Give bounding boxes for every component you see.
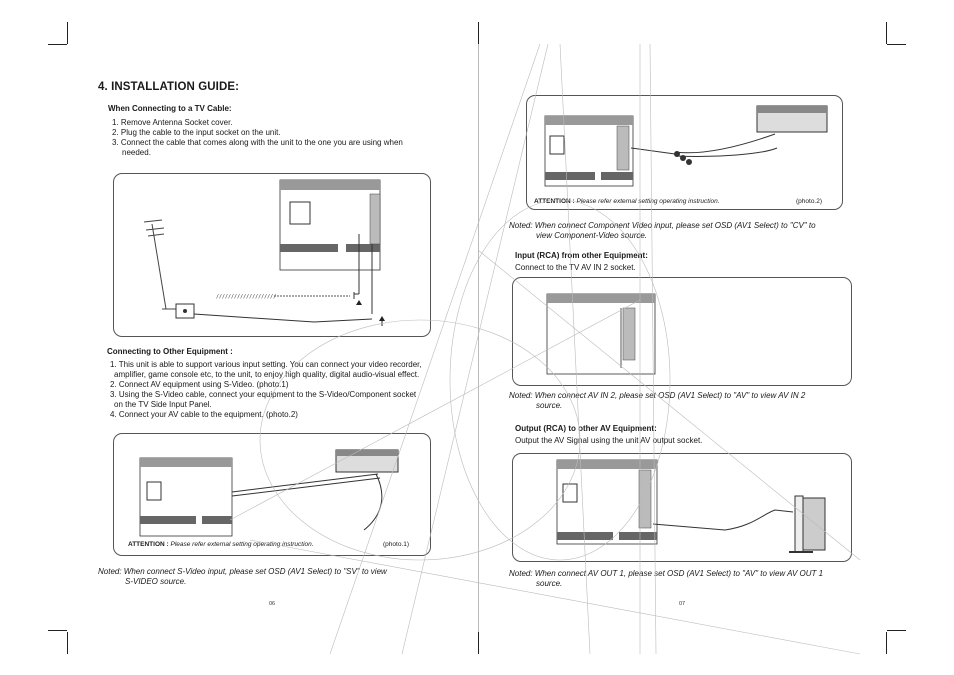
crop-mark [67, 22, 68, 44]
av-out-diagram [512, 453, 852, 562]
attention-text: Please refer external setting operating … [576, 198, 720, 205]
tv-cable-diagram: //////////////////// [113, 173, 431, 337]
note-line: source. [536, 401, 563, 410]
list-item: 1. This unit is able to support various … [110, 360, 422, 369]
crop-mark [887, 630, 906, 631]
list-item: 3. Using the S-Video cable, connect your… [110, 390, 417, 399]
input-rca-text: Connect to the TV AV IN 2 socket. [515, 263, 636, 272]
photo1-caption: (photo.1) [383, 541, 410, 548]
output-rca-title: Output (RCA) to other AV Equipment: [515, 424, 657, 433]
av-in-note: Noted: When connect AV IN 2, please set … [509, 391, 869, 411]
av-out-illustration [556, 459, 826, 553]
photo1-attention: ATTENTION : Please refer external settin… [128, 541, 314, 548]
component-note: Noted: When connect Component Video inpu… [509, 221, 869, 241]
crop-mark [887, 44, 906, 45]
photo2-attention: ATTENTION : Please refer external settin… [534, 198, 720, 205]
photo1-diagram: ATTENTION : Please refer external settin… [113, 433, 431, 556]
note-line: Noted: When connect AV IN 2, please set … [509, 391, 806, 400]
list-item: 2. Connect AV equipment using S-Video. (… [110, 380, 289, 389]
note-line: Noted: When connect AV OUT 1, please set… [509, 569, 824, 578]
svideo-note: Noted: When connect S-Video input, pleas… [98, 567, 458, 587]
output-rca-text: Output the AV Signal using the unit AV o… [515, 436, 703, 445]
page-number: 06 [269, 601, 276, 607]
svideo-illustration [139, 449, 399, 537]
av-out-note: Noted: When connect AV OUT 1, please set… [509, 569, 869, 589]
input-rca-title: Input (RCA) from other Equipment: [515, 251, 648, 260]
crop-mark [478, 22, 479, 44]
attention-label: ATTENTION : [128, 541, 169, 548]
tv-cable-title: When Connecting to a TV Cable: [108, 104, 232, 113]
note-line: source. [536, 579, 563, 588]
photo2-diagram: ATTENTION : Please refer external settin… [526, 95, 843, 210]
tv-cable-steps: 1. Remove Antenna Socket cover. 2. Plug … [106, 118, 446, 158]
note-line: S-VIDEO source. [125, 577, 187, 586]
other-equipment-title: Connecting to Other Equipment : [107, 347, 233, 356]
attention-text: Please refer external setting operating … [170, 541, 314, 548]
list-item: amplifier, game console etc, to the unit… [114, 370, 420, 379]
other-equipment-steps: 1. This unit is able to support various … [104, 360, 464, 420]
list-item: on the TV Side Input Panel. [114, 400, 212, 409]
av-in-diagram [512, 277, 852, 386]
crop-mark [886, 22, 887, 44]
attention-label: ATTENTION : [534, 198, 575, 205]
page-divider [478, 44, 479, 632]
crop-mark [48, 44, 67, 45]
crop-mark [67, 632, 68, 654]
note-line: Noted: When connect Component Video inpu… [509, 221, 816, 230]
page-number: 07 [679, 601, 686, 607]
page-heading: 4. INSTALLATION GUIDE: [98, 81, 240, 93]
list-item: 4. Connect your AV cable to the equipmen… [110, 410, 298, 419]
component-illustration [544, 105, 828, 187]
list-item: 2. Plug the cable to the input socket on… [112, 128, 281, 137]
tv-cable-illustration: //////////////////// [143, 179, 385, 326]
note-line: view Component-Video source. [536, 231, 648, 240]
crop-mark [478, 632, 479, 654]
list-item: 1. Remove Antenna Socket cover. [112, 118, 233, 127]
av-in-illustration [546, 293, 656, 375]
note-line: Noted: When connect S-Video input, pleas… [98, 567, 387, 576]
photo2-caption: (photo.2) [796, 198, 823, 205]
list-item: 3. Connect the cable that comes along wi… [112, 138, 403, 147]
crop-mark [886, 632, 887, 654]
svg-text:////////////////////: //////////////////// [216, 294, 276, 300]
list-item: needed. [122, 148, 151, 157]
crop-mark [48, 630, 67, 631]
